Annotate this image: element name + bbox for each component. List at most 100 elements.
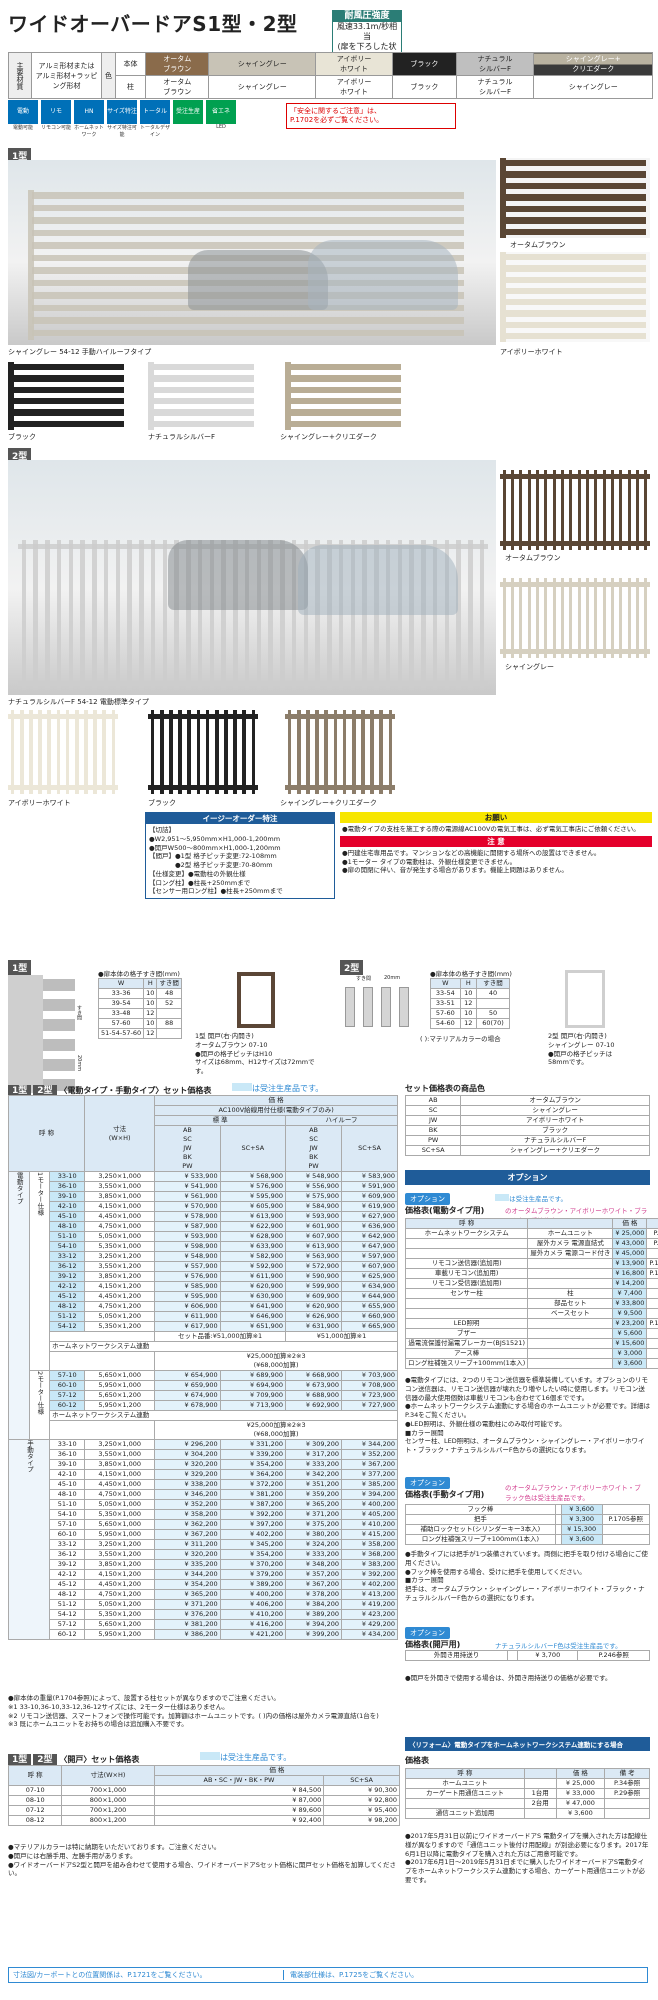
set-cell: ¥ 351,200 xyxy=(285,1479,343,1490)
type1-bottom-photo-1 xyxy=(148,362,258,430)
slat xyxy=(289,409,401,416)
set-hn-blank xyxy=(49,1351,156,1371)
set-cell: ¥ 402,200 xyxy=(219,1529,287,1540)
slat xyxy=(552,470,556,550)
badge-icon-2: HN xyxy=(74,100,104,124)
gate-price-notes: ●マテリアルカラーは特に納期をいただいております。ご注意ください。●開戸には右勝… xyxy=(8,1843,400,1878)
slat xyxy=(602,470,606,550)
set-header-size: 寸法 (W×H) xyxy=(84,1095,156,1172)
set-cell: 5,350×1,000 xyxy=(84,1241,156,1252)
slat xyxy=(289,364,401,371)
spec-color-post-1: シャイングレー xyxy=(208,75,316,99)
set-cell: ¥ 423,200 xyxy=(341,1609,398,1620)
set-cell: ¥ 354,200 xyxy=(219,1549,287,1560)
set-cell: ¥ 410,200 xyxy=(341,1519,398,1530)
set-cell: 3,850×1,200 xyxy=(84,1559,156,1570)
set-cell: 3,850×1,000 xyxy=(84,1459,156,1470)
reform-cell xyxy=(523,1808,557,1819)
option-electric-row: ブザー¥ 5,600 xyxy=(404,1328,658,1339)
set-cell: 5,650×1,200 xyxy=(84,1390,156,1401)
set-cell: ¥ 688,900 xyxy=(285,1390,343,1401)
set-cell: ¥ 617,900 xyxy=(154,1321,221,1332)
set-cell: 3,250×1,200 xyxy=(84,1539,156,1550)
set-cell: 5,350×1,200 xyxy=(84,1609,156,1620)
gate-cell: ¥ 92,400 xyxy=(153,1815,325,1826)
slat xyxy=(56,710,61,794)
set-cell: ¥ 644,900 xyxy=(341,1291,398,1302)
spec-color-post-3: ブラック xyxy=(392,75,457,99)
pitch2-cell: 12 xyxy=(459,998,478,1009)
type2-main-photo xyxy=(8,460,496,695)
set-cell: ¥ 613,900 xyxy=(285,1241,343,1252)
pitch1-cell: 12 xyxy=(143,1028,158,1039)
spec-color-body-3: ブラック xyxy=(392,52,457,76)
set-cell: 3,850×1,200 xyxy=(84,1271,156,1282)
set-cell: ¥ 703,900 xyxy=(341,1370,398,1381)
footer-right-link[interactable]: 電装部仕様は、P.1725をご覧ください。 xyxy=(283,1970,418,1980)
option-swing-note-0: ●開戸を外開きで使用する場合は、外開き用持送りの価格が必要です。 xyxy=(405,1674,612,1682)
pitch1-cell: 10 xyxy=(143,1018,158,1029)
option-electric-cell xyxy=(646,1348,658,1359)
slat xyxy=(315,540,320,690)
set-cell: ¥ 377,200 xyxy=(341,1469,398,1480)
option-manual-notes: ●手動タイプには把手が1つ装備されています。両側に把手を取り付ける場合にご使用く… xyxy=(405,1550,650,1603)
slat xyxy=(504,217,646,224)
spec-side-label: 主要材質 xyxy=(8,52,32,99)
set-cell: ¥ 713,900 xyxy=(219,1400,287,1411)
set-cell: ¥ 304,200 xyxy=(154,1449,221,1460)
option-electric-note-1: ●ホームネットワークシステム連動にする場合のホームユニットが必要です。詳細はP.… xyxy=(405,1402,651,1420)
type2-side-photo-0 xyxy=(500,470,650,550)
option-electric-cell: ¥ 9,500 xyxy=(612,1308,648,1319)
set-cell: 60-12 xyxy=(49,1629,86,1640)
set-cell: ¥ 309,200 xyxy=(285,1439,343,1450)
set-cell: ¥ 654,900 xyxy=(154,1370,221,1381)
set-cell: ¥ 601,900 xyxy=(285,1221,343,1232)
pitch2-cell: 54-60 xyxy=(430,1018,461,1029)
gate-cell: 800×1,000 xyxy=(61,1795,155,1806)
type2-bottom-caption-2: シャイングレー+クリエダーク xyxy=(280,799,377,807)
set-price-note-0: ●扉本体の重量(P.1704参照)によって、設置する柱セットが異なりますのでご注… xyxy=(8,1694,280,1702)
set-cell: 42-12 xyxy=(49,1281,86,1292)
gate-header-name: 呼 称 xyxy=(7,1765,63,1786)
set-group-label-manual: 手動タイプ xyxy=(7,1439,51,1640)
set-row-hn-price: ¥25,000加算※2※3(¥68,000加算) xyxy=(9,1351,398,1371)
option-swing-title: 価格表(開戸用) xyxy=(405,1640,461,1649)
set-cell: ¥ 416,200 xyxy=(219,1619,287,1630)
reform-row: 通信ユニット追加用¥ 3,600 xyxy=(405,1808,650,1819)
set-cell: ¥ 689,900 xyxy=(219,1370,287,1381)
set-cell: ¥ 634,900 xyxy=(341,1281,398,1292)
slat xyxy=(289,398,401,405)
option-manual-cell: ¥ 3,300 xyxy=(560,1514,603,1525)
option-swing-cell: P.246参照 xyxy=(577,1650,650,1661)
reform-row: 2台用¥ 47,000 xyxy=(405,1798,650,1809)
option-manual-note-2: ■カラー展開 xyxy=(405,1576,444,1585)
set-cell: 48-12 xyxy=(49,1589,86,1600)
slat xyxy=(159,710,164,794)
color-code-cell: AB xyxy=(404,1095,462,1106)
option-electric-cell: LED照明 xyxy=(404,1318,529,1329)
set-cell: ¥ 392,200 xyxy=(219,1509,287,1520)
color-code-cell: ブラック xyxy=(460,1125,650,1136)
reform-cell: 2台用 xyxy=(523,1798,557,1809)
footer-left-link[interactable]: 寸法図/カーポートとの位置関係は、P.1721をご覧ください。 xyxy=(13,1971,207,1979)
spec-color-post-0: オータム ブラウン xyxy=(144,75,210,99)
slat xyxy=(644,578,648,658)
slat xyxy=(504,171,646,178)
slat xyxy=(560,470,565,550)
set-cell: ¥ 324,200 xyxy=(285,1539,343,1550)
set-cell: ¥ 620,900 xyxy=(285,1301,343,1312)
gate-cell: 07-10 xyxy=(7,1785,63,1796)
